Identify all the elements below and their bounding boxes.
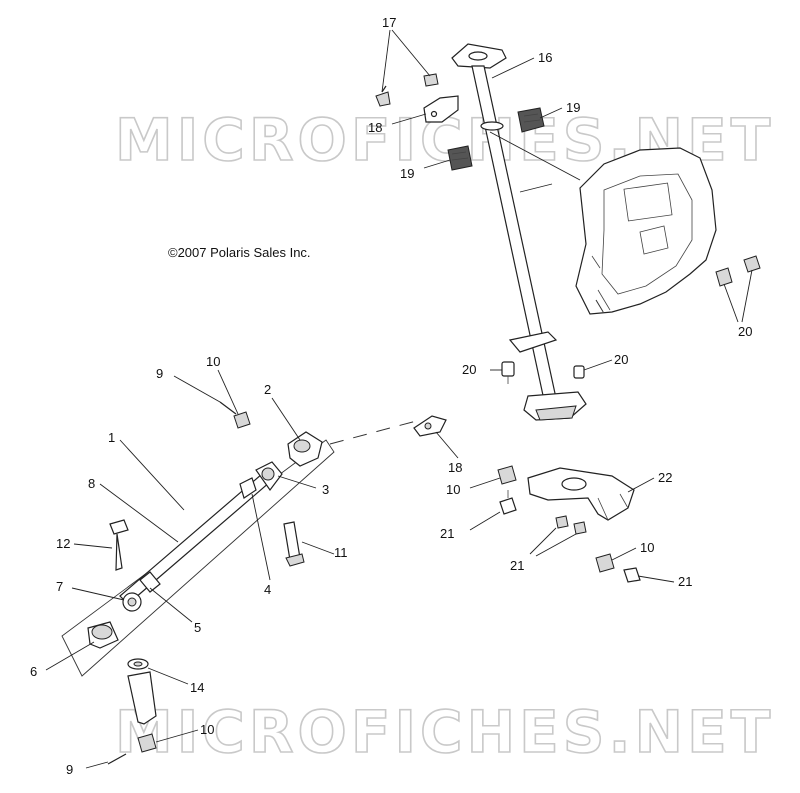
callout-17: 18 — [368, 120, 382, 135]
callout-19a: 20 — [462, 362, 476, 377]
cotter-pin-9-top — [219, 401, 237, 415]
nut-10-mid — [497, 465, 517, 485]
tie-rod-end-2 — [287, 431, 323, 467]
callout-21a: 21 — [440, 526, 454, 541]
callout-13: 18 — [448, 460, 462, 475]
cotter-pin-9-bottom — [107, 753, 127, 765]
steering-column-shaft — [451, 43, 587, 421]
callout-20b: 21 — [510, 558, 524, 573]
column-mount-line — [519, 183, 553, 193]
bolt-16-b — [423, 73, 439, 87]
bolt-21-a — [499, 490, 517, 515]
dash-panel — [575, 147, 717, 321]
bolt-16-a — [375, 85, 391, 107]
callout-10c: 10 — [640, 540, 654, 555]
copyright-notice: ©2007 Polaris Sales Inc. — [168, 245, 311, 260]
watermark-bottom: MICROFICHES.NET — [115, 698, 774, 766]
callout-19b: 20 — [614, 352, 628, 367]
callout-7: 7 — [56, 579, 63, 594]
callout-22: 22 — [658, 470, 672, 485]
callouts: 17 16 19 18 19 20 20 20 9 10 2 1 18 10 2… — [30, 15, 752, 777]
callout-10d: 10 — [200, 722, 214, 737]
callout-9a: 9 — [156, 366, 163, 381]
nut-20-b — [743, 255, 761, 273]
bolt-19-b — [573, 365, 585, 379]
callout-1: 1 — [108, 430, 115, 445]
spindle-boot — [127, 671, 157, 725]
callout-16: 17 — [382, 15, 396, 30]
castle-nut-10-top — [233, 411, 251, 429]
clamp-18-a — [517, 107, 545, 133]
callout-10a: 10 — [206, 354, 220, 369]
panel-connector-line — [489, 131, 581, 181]
bolt-12 — [109, 519, 129, 571]
nut-20-a — [715, 267, 733, 287]
bolt-21-b — [623, 567, 641, 583]
tie-rod-assembly — [119, 461, 283, 612]
callout-20a: 20 — [738, 324, 752, 339]
callout-10b: 10 — [446, 482, 460, 497]
callout-3: 3 — [322, 482, 329, 497]
tie-rod-end-6 — [87, 621, 119, 649]
callout-5: 5 — [194, 620, 201, 635]
callout-15: 16 — [538, 50, 552, 65]
callout-2: 2 — [264, 382, 271, 397]
washer-14 — [127, 658, 149, 670]
bracket-17 — [423, 95, 459, 123]
tie-rod-dashed-link — [329, 419, 421, 445]
callout-11: 11 — [334, 545, 348, 560]
callout-4: 4 — [264, 582, 271, 597]
callout-14: 14 — [190, 680, 204, 695]
callout-21b: 21 — [678, 574, 692, 589]
callout-8: 8 — [88, 476, 95, 491]
nut-10-right — [595, 553, 615, 573]
bracket-22 — [527, 467, 635, 521]
callout-6: 6 — [30, 664, 37, 679]
callout-12: 12 — [56, 536, 70, 551]
castle-nut-10-bottom — [137, 733, 157, 753]
nut-20-mid-a — [555, 515, 569, 529]
bolt-11 — [283, 521, 305, 567]
clamp-18-b — [447, 145, 473, 171]
callout-9b: 9 — [66, 762, 73, 777]
shim-13 — [413, 415, 447, 437]
bolt-19-a — [501, 361, 515, 384]
leader-lines — [45, 29, 753, 769]
callout-18b: 19 — [400, 166, 414, 181]
nut-20-mid-b — [573, 521, 587, 535]
callout-18a: 19 — [566, 100, 580, 115]
